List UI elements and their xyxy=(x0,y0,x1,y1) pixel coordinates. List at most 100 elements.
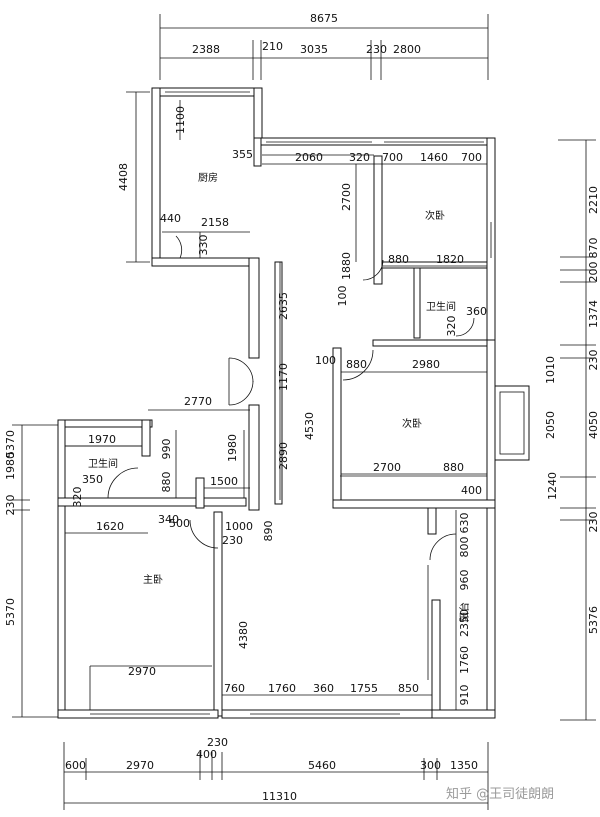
dim-left-5370: 5370 xyxy=(4,430,17,458)
dim-r-960: 960 xyxy=(458,570,471,591)
dim-right-1240: 1240 xyxy=(546,472,559,500)
dim-bt-360: 360 xyxy=(466,305,487,318)
dim-right-200: 200 xyxy=(587,262,600,283)
dim-left-4408: 4408 xyxy=(117,163,130,191)
dim-l-500: 500 xyxy=(169,517,190,530)
dim-b-880: 880 xyxy=(388,253,409,266)
dim-bot-total: 11310 xyxy=(262,790,297,803)
dim-b-100: 100 xyxy=(336,286,349,307)
dim-left-230: 230 xyxy=(4,495,17,516)
bottom-dimension-chain: 230 400 600 2970 5460 300 1350 11310 xyxy=(63,736,489,810)
dim-top-3035: 3035 xyxy=(300,43,328,56)
dim-b-1460: 1460 xyxy=(420,151,448,164)
dim-bt-320: 320 xyxy=(445,316,458,337)
dim-m-2050: 2050 xyxy=(544,411,557,439)
room-labels: 厨房 次卧 卫生间 次卧 卫生间 主卧 阳台 xyxy=(88,171,471,622)
dim-l-340: 340 xyxy=(158,513,179,526)
dim-b-2060: 2060 xyxy=(295,151,323,164)
dim-bot-5460: 5460 xyxy=(308,759,336,772)
windows xyxy=(65,91,492,715)
dim-right-230b: 230 xyxy=(587,512,600,533)
watermark-text: 知乎 @王司徒朗朗 xyxy=(446,786,554,802)
dim-l-990: 990 xyxy=(160,439,173,460)
dim-b-1880: 1880 xyxy=(340,252,353,280)
room-bath-left: 卫生间 xyxy=(88,457,118,470)
dim-left-1980: 1980 xyxy=(4,452,17,480)
dim-l-1620: 1620 xyxy=(96,520,124,533)
dim-l-350: 350 xyxy=(82,473,103,486)
dim-right-870: 870 xyxy=(587,238,600,259)
room-kitchen: 厨房 xyxy=(198,171,218,184)
dim-c-4530: 4530 xyxy=(303,412,316,440)
interior-dimensions: 1100 355 440 2158 330 2060 320 700 1460 … xyxy=(71,106,557,706)
dim-b-700a: 700 xyxy=(382,151,403,164)
dim-b-2700: 2700 xyxy=(340,183,353,211)
dim-l-4380: 4380 xyxy=(237,621,250,649)
top-dimension-chain: 8675 2388 210 3035 230 2800 xyxy=(159,12,489,80)
dim-l-1970: 1970 xyxy=(88,433,116,446)
balcony-bump xyxy=(494,385,530,461)
dim-m-2980: 2980 xyxy=(412,358,440,371)
dim-top-2388: 2388 xyxy=(192,43,220,56)
dim-r-800: 800 xyxy=(458,537,471,558)
dim-b-320: 320 xyxy=(349,151,370,164)
dim-right-5376: 5376 xyxy=(587,606,600,634)
dim-top-230: 230 xyxy=(366,43,387,56)
dim-k-1100: 1100 xyxy=(174,106,187,134)
dim-top-210: 210 xyxy=(262,40,283,53)
dim-m-880b: 880 xyxy=(443,461,464,474)
dim-b-1820: 1820 xyxy=(436,253,464,266)
dim-bb-760: 760 xyxy=(224,682,245,695)
dim-m-100: 100 xyxy=(315,354,336,367)
room-bath-top: 卫生间 xyxy=(426,300,456,313)
dim-l-890: 890 xyxy=(262,521,275,542)
interior-dim-lines xyxy=(65,100,487,710)
dim-bb-850: 850 xyxy=(398,682,419,695)
dim-l-2770: 2770 xyxy=(184,395,212,408)
room-balcony: 阳台 xyxy=(458,602,471,622)
right-dimension-chain: 2210 870 200 1374 230 4050 1240 230 5376 xyxy=(546,139,600,721)
dim-l-1980: 1980 xyxy=(226,434,239,462)
dim-r-2350: 2350 xyxy=(458,609,471,637)
dim-bot-230: 230 xyxy=(207,736,228,749)
dim-bot-2970: 2970 xyxy=(126,759,154,772)
dim-bot-400: 400 xyxy=(196,748,217,761)
dim-k-440: 440 xyxy=(160,212,181,225)
dim-m-1010: 1010 xyxy=(544,356,557,384)
dim-top-2800: 2800 xyxy=(393,43,421,56)
room-master: 主卧 xyxy=(143,573,163,586)
left-dimension-chain: 4408 5370 1980 230 5370 xyxy=(4,91,150,718)
dim-bb-360: 360 xyxy=(313,682,334,695)
dim-l-1500: 1500 xyxy=(210,475,238,488)
dim-r-1760: 1760 xyxy=(458,646,471,674)
dim-r-630: 630 xyxy=(458,513,471,534)
dim-bot-1350: 1350 xyxy=(450,759,478,772)
dim-right-1374: 1374 xyxy=(587,300,600,328)
door-swings xyxy=(107,235,475,561)
dim-k-2158: 2158 xyxy=(201,216,229,229)
dim-c-2890: 2890 xyxy=(277,442,290,470)
dim-l-1000: 1000 xyxy=(225,520,253,533)
dim-k-355: 355 xyxy=(232,148,253,161)
dim-right-2210: 2210 xyxy=(587,186,600,214)
dim-k-330: 330 xyxy=(197,235,210,256)
dim-m-2700: 2700 xyxy=(373,461,401,474)
dim-b-700b: 700 xyxy=(461,151,482,164)
dim-c-2635: 2635 xyxy=(277,292,290,320)
dim-l-2970: 2970 xyxy=(128,665,156,678)
dim-l-230: 230 xyxy=(222,534,243,547)
room-bedroom-mid: 次卧 xyxy=(402,417,422,430)
dim-c-1170: 1170 xyxy=(277,363,290,391)
dim-right-230a: 230 xyxy=(587,350,600,371)
dim-m-400: 400 xyxy=(461,484,482,497)
room-bedroom-top: 次卧 xyxy=(425,209,445,222)
dim-r-910: 910 xyxy=(458,685,471,706)
dim-bot-600: 600 xyxy=(65,759,86,772)
dim-top-total: 8675 xyxy=(310,12,338,25)
dim-bot-300: 300 xyxy=(420,759,441,772)
dim-l-880: 880 xyxy=(160,472,173,493)
dim-bb-1755: 1755 xyxy=(350,682,378,695)
dim-m-880a: 880 xyxy=(346,358,367,371)
dim-right-4050: 4050 xyxy=(587,411,600,439)
